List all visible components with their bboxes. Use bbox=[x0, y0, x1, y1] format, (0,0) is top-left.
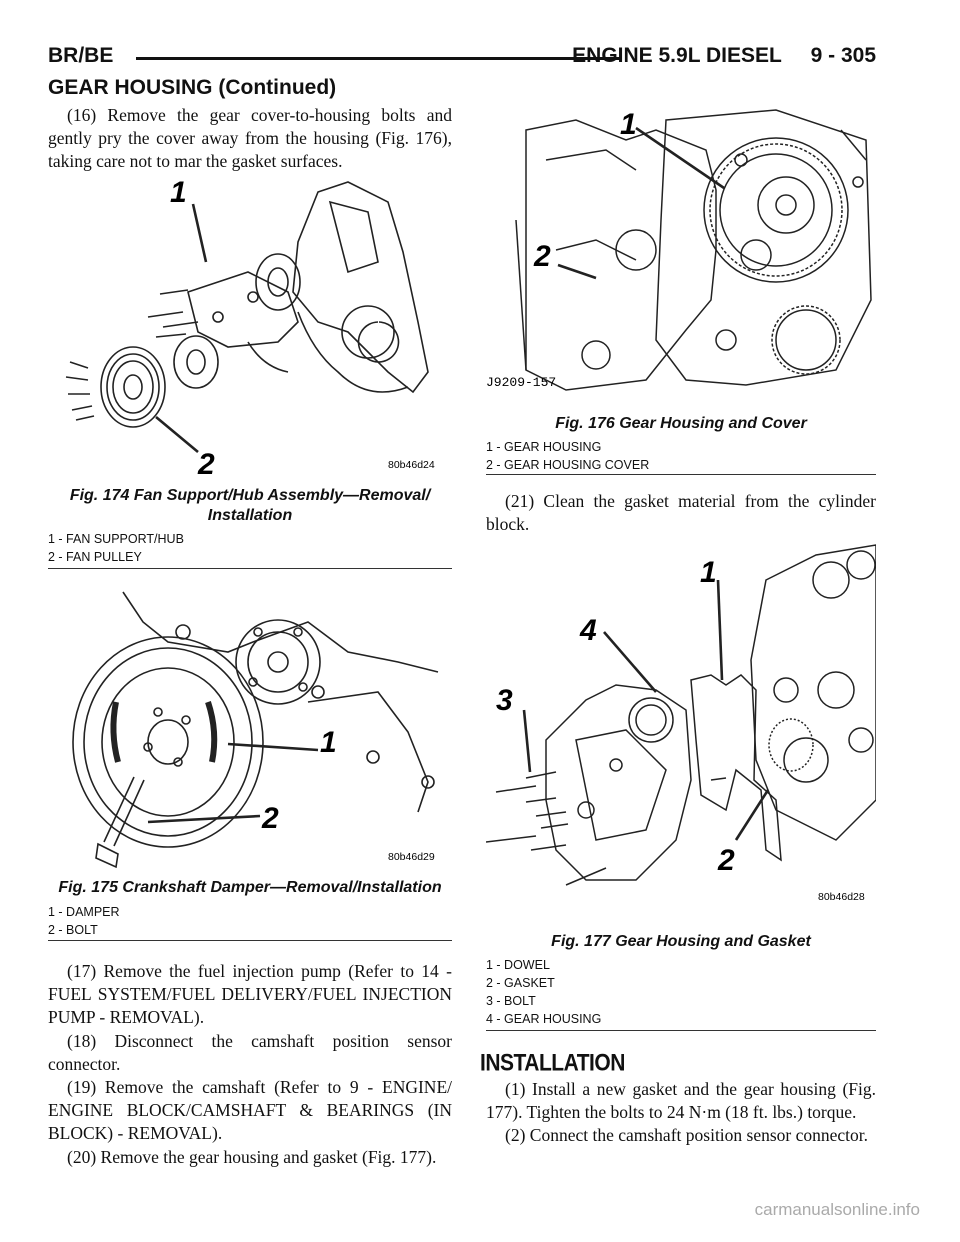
steps-17-20: (17) Remove the fuel injection pump (Ref… bbox=[48, 960, 452, 1169]
step-16-text: (16) Remove the gear cover-to-housing bo… bbox=[48, 104, 452, 174]
fig175-callout-2: 2 bbox=[261, 802, 279, 835]
legend-item: 2 - BOLT bbox=[48, 923, 98, 937]
fig175-callout-1: 1 bbox=[320, 726, 337, 759]
step-21: (21) Clean the gasket material from the … bbox=[486, 491, 876, 535]
fig176-callout-2: 2 bbox=[533, 240, 551, 273]
watermark: carmanualsonline.info bbox=[754, 1200, 920, 1219]
fig-175-caption: Fig. 175 Crankshaft Damper—Removal/Insta… bbox=[58, 879, 442, 896]
fig-174-illustration: 1 2 80b46d24 bbox=[48, 172, 452, 482]
legend-item: 1 - GEAR HOUSING bbox=[486, 440, 602, 454]
step-16: (16) Remove the gear cover-to-housing bo… bbox=[48, 105, 452, 172]
fig177-callout-2: 2 bbox=[717, 844, 735, 877]
step-20: (20) Remove the gear housing and gasket … bbox=[67, 1146, 437, 1167]
fig-177-rule bbox=[486, 1030, 876, 1031]
step-18: (18) Disconnect the camshaft position se… bbox=[48, 1030, 452, 1074]
fig-177-illustration: 1 4 3 2 80b46d28 bbox=[486, 540, 876, 910]
fig176-callout-1: 1 bbox=[620, 108, 637, 141]
install-step-1: (1) Install a new gasket and the gear ho… bbox=[486, 1079, 876, 1123]
fig-174-legend: 1 - FAN SUPPORT/HUB 2 - FAN PULLEY bbox=[48, 530, 452, 566]
fig176-code: J9209-157 bbox=[486, 375, 556, 390]
fig-174-rule bbox=[48, 568, 452, 569]
step-17: (17) Remove the fuel injection pump (Ref… bbox=[48, 961, 452, 1028]
fig-175-legend: 1 - DAMPER 2 - BOLT bbox=[48, 903, 452, 939]
installation-heading: INSTALLATION bbox=[480, 1050, 625, 1077]
fig-177-caption: Fig. 177 Gear Housing and Gasket bbox=[551, 933, 811, 950]
fig177-callout-4: 4 bbox=[579, 614, 597, 647]
fig-177-legend: 1 - DOWEL 2 - GASKET 3 - BOLT 4 - GEAR H… bbox=[486, 956, 876, 1028]
legend-item: 2 - GEAR HOUSING COVER bbox=[486, 458, 650, 472]
fig-176-illustration: 1 2 J9209-157 bbox=[486, 100, 876, 400]
page-header-right: ENGINE 5.9L DIESEL 9 - 305 bbox=[572, 44, 876, 67]
step-19: (19) Remove the camshaft (Refer to 9 - E… bbox=[48, 1077, 452, 1144]
fig174-callout-2: 2 bbox=[197, 448, 215, 481]
legend-item: 3 - BOLT bbox=[486, 994, 536, 1008]
gear-housing-drawing: 1 2 J9209-157 bbox=[486, 108, 872, 391]
legend-item: 2 - GASKET bbox=[486, 976, 555, 990]
fig-175-rule bbox=[48, 940, 452, 941]
legend-item: 4 - GEAR HOUSING bbox=[486, 1012, 602, 1026]
damper-drawing: 1 2 80b46d29 bbox=[72, 591, 439, 869]
section-title: GEAR HOUSING (Continued) bbox=[48, 76, 337, 99]
header-rule bbox=[136, 57, 620, 60]
legend-item: 2 - FAN PULLEY bbox=[48, 550, 142, 564]
page-header-left: BR/BE bbox=[48, 44, 114, 67]
fig174-callout-1: 1 bbox=[170, 176, 187, 209]
legend-item: 1 - FAN SUPPORT/HUB bbox=[48, 532, 184, 546]
fig-176-caption: Fig. 176 Gear Housing and Cover bbox=[555, 415, 807, 432]
fig175-code: 80b46d29 bbox=[388, 851, 435, 863]
gear-housing-gasket-drawing: 1 4 3 2 80b46d28 bbox=[486, 544, 876, 903]
fig-176-legend: 1 - GEAR HOUSING 2 - GEAR HOUSING COVER bbox=[486, 438, 876, 474]
fig177-callout-1: 1 bbox=[700, 556, 717, 589]
fig174-code: 80b46d24 bbox=[388, 459, 435, 471]
fan-hub-drawing: 1 2 80b46d24 bbox=[65, 176, 435, 481]
fig-174-caption: Fig. 174 Fan Support/Hub Assembly—Remova… bbox=[69, 487, 431, 524]
step-21-text: (21) Clean the gasket material from the … bbox=[486, 490, 876, 536]
legend-item: 1 - DAMPER bbox=[48, 905, 120, 919]
legend-item: 1 - DOWEL bbox=[486, 958, 550, 972]
install-step-2: (2) Connect the camshaft position sensor… bbox=[505, 1125, 869, 1146]
fig177-code: 80b46d28 bbox=[818, 891, 865, 903]
installation-steps: (1) Install a new gasket and the gear ho… bbox=[486, 1078, 876, 1148]
fig-176-rule bbox=[486, 474, 876, 475]
fig177-callout-3: 3 bbox=[496, 684, 513, 717]
fig-175-illustration: 1 2 80b46d29 bbox=[48, 582, 452, 872]
